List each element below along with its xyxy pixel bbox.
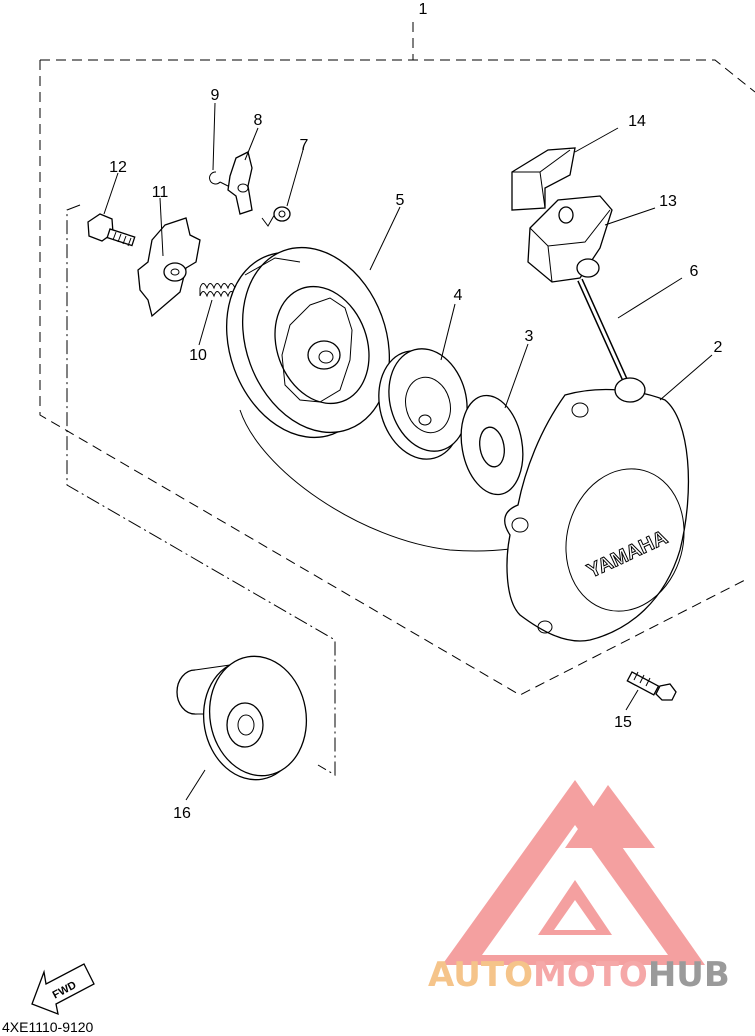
callout-6: 6 [690,263,699,280]
assembly-boundary [40,59,755,93]
callout-5: 5 [396,192,405,209]
alignment-line-16 [66,204,336,776]
part-13-handle [527,195,613,283]
callout-9: 9 [211,87,220,104]
leader-lines [103,102,713,801]
watermark-auto: AUTO [428,955,533,995]
callout-14: 14 [628,113,646,130]
callout-1: 1 [419,1,428,18]
callout-7: 7 [300,137,309,154]
part-15-bolt [626,671,677,701]
callout-3: 3 [525,328,534,345]
callout-numbers: 1 2 3 4 5 6 7 8 9 10 11 12 13 14 15 16 [109,1,722,822]
part-14-grip [511,147,576,211]
part-7-spring [261,206,291,227]
callout-11: 11 [152,184,169,201]
callout-4: 4 [454,287,463,304]
part-4-friction-plate [378,348,468,460]
assembly-boundary-left [39,60,746,696]
part-16-drive-plate [176,655,308,781]
callout-13: 13 [659,193,677,210]
callout-12: 12 [109,159,127,176]
watermark-text: AUTOMOTOHUB [428,955,730,995]
watermark-moto: MOTO [533,955,648,995]
watermark-logo [442,780,705,965]
part-6-rope-shaft [577,278,646,403]
part-11-ratchet-plate [137,217,201,318]
drawing-code: 4XE1110-9120 [2,1019,94,1035]
part-12-bolt [87,213,136,247]
callout-10: 10 [189,347,207,364]
callout-2: 2 [714,339,723,356]
part-10-spring [199,283,236,298]
fwd-arrow-icon: FWD [31,963,95,1016]
part-3-washer [460,394,524,496]
part-8-guide-plate [227,151,253,215]
callout-8: 8 [254,112,263,129]
callout-15: 15 [614,714,632,731]
part-2-starter-cover: YAMAHA [504,388,690,642]
callout-16: 16 [173,805,191,822]
watermark-hub: HUB [648,955,730,995]
part-5-pulley-drum [225,246,391,439]
